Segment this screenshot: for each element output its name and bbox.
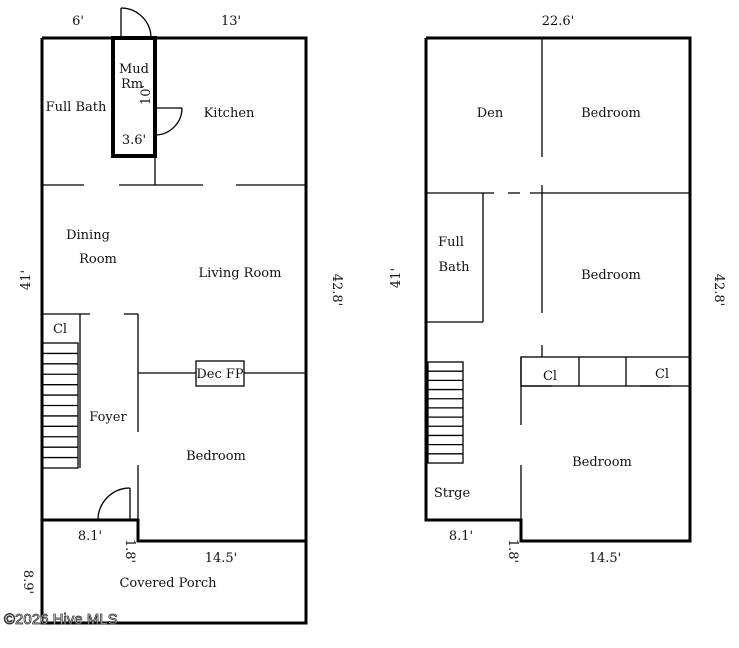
room-bedroom-mid: Bedroom	[581, 268, 641, 283]
room-bedroom-top: Bedroom	[581, 106, 641, 121]
dim-top-left: 6'	[72, 14, 84, 29]
dim-mud-height: 10'	[139, 85, 154, 105]
room-full-line1: Full	[438, 235, 464, 250]
room-dining-line2: Room	[79, 252, 117, 267]
dim-f2-left: 41'	[389, 268, 404, 288]
floor-1-stair-treads	[42, 352, 78, 459]
room-porch: Covered Porch	[119, 576, 217, 591]
room-kitchen: Kitchen	[204, 106, 255, 121]
room-mud-line2: Rm	[121, 77, 143, 92]
floor-1-plan: 6' 13' 41' 42.8' 10' 3.6' 8.1' 1.8' 14.5…	[19, 7, 344, 625]
fireplace-box	[195, 360, 245, 387]
dim-f2-right: 42.8'	[711, 274, 726, 307]
floor-2-plan: 22.6' 41' 42.8' 8.1' 1.8' 14.5' Den Bedr…	[389, 14, 726, 566]
room-dining-line1: Dining	[66, 228, 110, 243]
mud-door-swing	[154, 107, 183, 136]
entry-door-swing	[120, 7, 152, 39]
room-living: Living Room	[199, 266, 282, 281]
floor-2-stair-treads	[428, 370, 463, 455]
dim-mud-width: 3.6'	[122, 133, 146, 148]
dim-bottom: 14.5'	[205, 551, 238, 566]
room-mud-line1: Mud	[119, 62, 149, 77]
dim-right: 42.8'	[329, 274, 344, 307]
dim-f2-notch-height: 1.8'	[505, 539, 520, 563]
porch-outline	[40, 520, 308, 625]
dim-notch-width: 8.1'	[78, 529, 102, 544]
room-bedroom: Bedroom	[186, 449, 246, 464]
dim-top-right: 13'	[221, 14, 241, 29]
room-bedroom-bottom: Bedroom	[572, 455, 632, 470]
fireplace-label: Dec FP	[196, 367, 244, 382]
dim-f2-top: 22.6'	[542, 14, 575, 29]
dim-notch-height: 1.8'	[122, 539, 137, 563]
floor-2-outer-wall	[424, 36, 692, 543]
room-storage: Strge	[434, 486, 471, 501]
room-full-line2: Bath	[439, 260, 471, 275]
watermark: ©2026 Hive MLS	[4, 611, 118, 628]
floor-2-stairs	[427, 361, 464, 464]
room-den: Den	[477, 106, 504, 121]
foyer-door-swing	[97, 487, 131, 521]
dim-f2-bottom: 14.5'	[589, 551, 622, 566]
room-closet-left: Cl	[543, 369, 557, 384]
dim-left: 41'	[19, 270, 34, 290]
mud-room-walls	[111, 36, 157, 158]
room-closet-right: Cl	[655, 367, 669, 382]
dim-f2-notch-width: 8.1'	[449, 529, 473, 544]
dim-porch-height: 8.9'	[20, 570, 35, 594]
room-full-bath: Full Bath	[46, 100, 107, 115]
room-closet: Cl	[53, 322, 67, 337]
room-foyer: Foyer	[89, 410, 127, 425]
